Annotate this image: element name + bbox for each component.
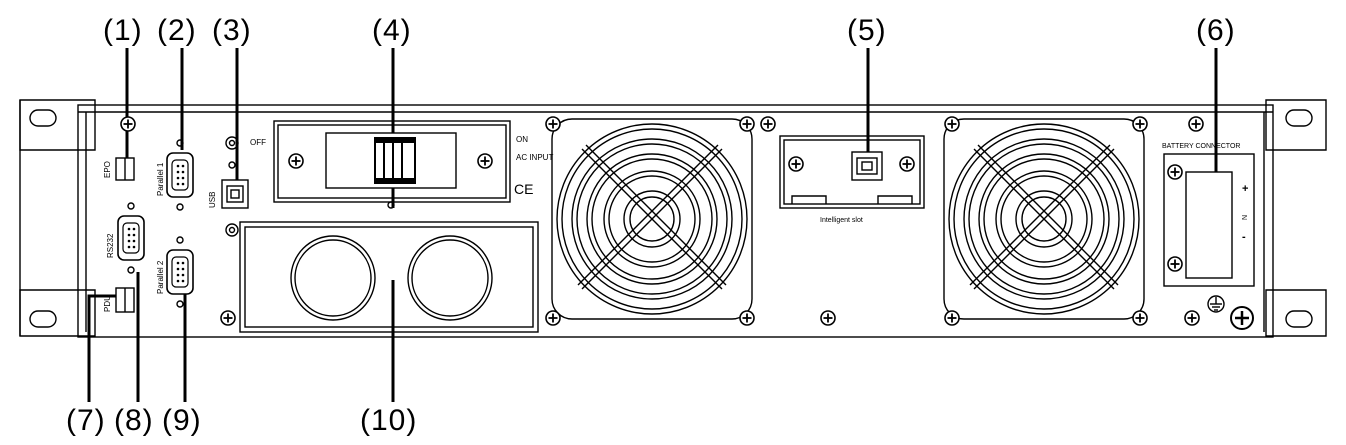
rs232-port: RS232 bbox=[106, 202, 145, 274]
ac-input-label: AC INPUT bbox=[516, 153, 553, 162]
intelligent-slot: Intelligent slot bbox=[779, 135, 925, 224]
screw-icon bbox=[545, 116, 561, 132]
off-label: OFF bbox=[250, 138, 266, 147]
screw-icon bbox=[944, 116, 960, 132]
screw-icon bbox=[760, 116, 776, 132]
screw-icon bbox=[739, 116, 755, 132]
parallel2-port: Parallel 2 bbox=[156, 236, 194, 308]
callout-3: (3) bbox=[212, 14, 252, 47]
battery-connector: BATTERY CONNECTOR + N - bbox=[1162, 143, 1255, 287]
callout-2: (2) bbox=[157, 14, 197, 47]
screw-icon bbox=[1184, 310, 1200, 326]
callout-7: (7) bbox=[66, 404, 106, 437]
battery-n-label: N bbox=[1242, 215, 1249, 220]
callout-6: (6) bbox=[1196, 14, 1236, 47]
callout-9: (9) bbox=[162, 404, 202, 437]
intelligent-slot-label: Intelligent slot bbox=[820, 217, 863, 224]
screw-icon bbox=[120, 116, 136, 132]
battery-plus-label: + bbox=[1242, 183, 1248, 195]
screw-icon bbox=[1188, 116, 1204, 132]
right-rack-ear bbox=[1265, 99, 1327, 337]
epo-label: EPO bbox=[103, 161, 112, 178]
screw-icon bbox=[545, 310, 561, 326]
usb-port: USB bbox=[208, 136, 249, 237]
callout-10: (10) bbox=[360, 404, 417, 437]
pdu-terminal: PDU bbox=[103, 287, 135, 313]
epo-terminal: EPO bbox=[103, 157, 135, 181]
screw-icon bbox=[1132, 310, 1148, 326]
socket-cover-panel bbox=[220, 221, 539, 333]
fan-grille-icon bbox=[551, 118, 753, 320]
battery-minus-label: - bbox=[1242, 231, 1246, 243]
callout-1: (1) bbox=[103, 14, 143, 47]
leader-lines bbox=[87, 48, 1218, 402]
breaker-switch-icon bbox=[273, 120, 511, 209]
fan-grille-icon bbox=[943, 118, 1145, 320]
usb-label: USB bbox=[208, 192, 217, 208]
pdu-label: PDU bbox=[103, 295, 112, 312]
parallel1-port: Parallel 1 bbox=[156, 139, 194, 211]
chassis bbox=[77, 104, 1274, 338]
left-rack-ear bbox=[19, 99, 96, 337]
rs232-label: RS232 bbox=[106, 233, 115, 258]
ce-mark: CE bbox=[514, 181, 533, 197]
callout-4: (4) bbox=[372, 14, 412, 47]
screw-icon bbox=[944, 310, 960, 326]
ground-stud-icon bbox=[1230, 306, 1254, 330]
callout-5: (5) bbox=[847, 14, 887, 47]
screw-icon bbox=[1132, 116, 1148, 132]
battery-connector-label: BATTERY CONNECTOR bbox=[1162, 143, 1240, 150]
screw-icon bbox=[820, 310, 836, 326]
callout-8: (8) bbox=[114, 404, 154, 437]
parallel2-label: Parallel 2 bbox=[156, 260, 165, 294]
parallel1-label: Parallel 1 bbox=[156, 162, 165, 196]
screw-icon bbox=[739, 310, 755, 326]
on-label: ON bbox=[516, 135, 528, 144]
ground-icon bbox=[1207, 295, 1225, 313]
